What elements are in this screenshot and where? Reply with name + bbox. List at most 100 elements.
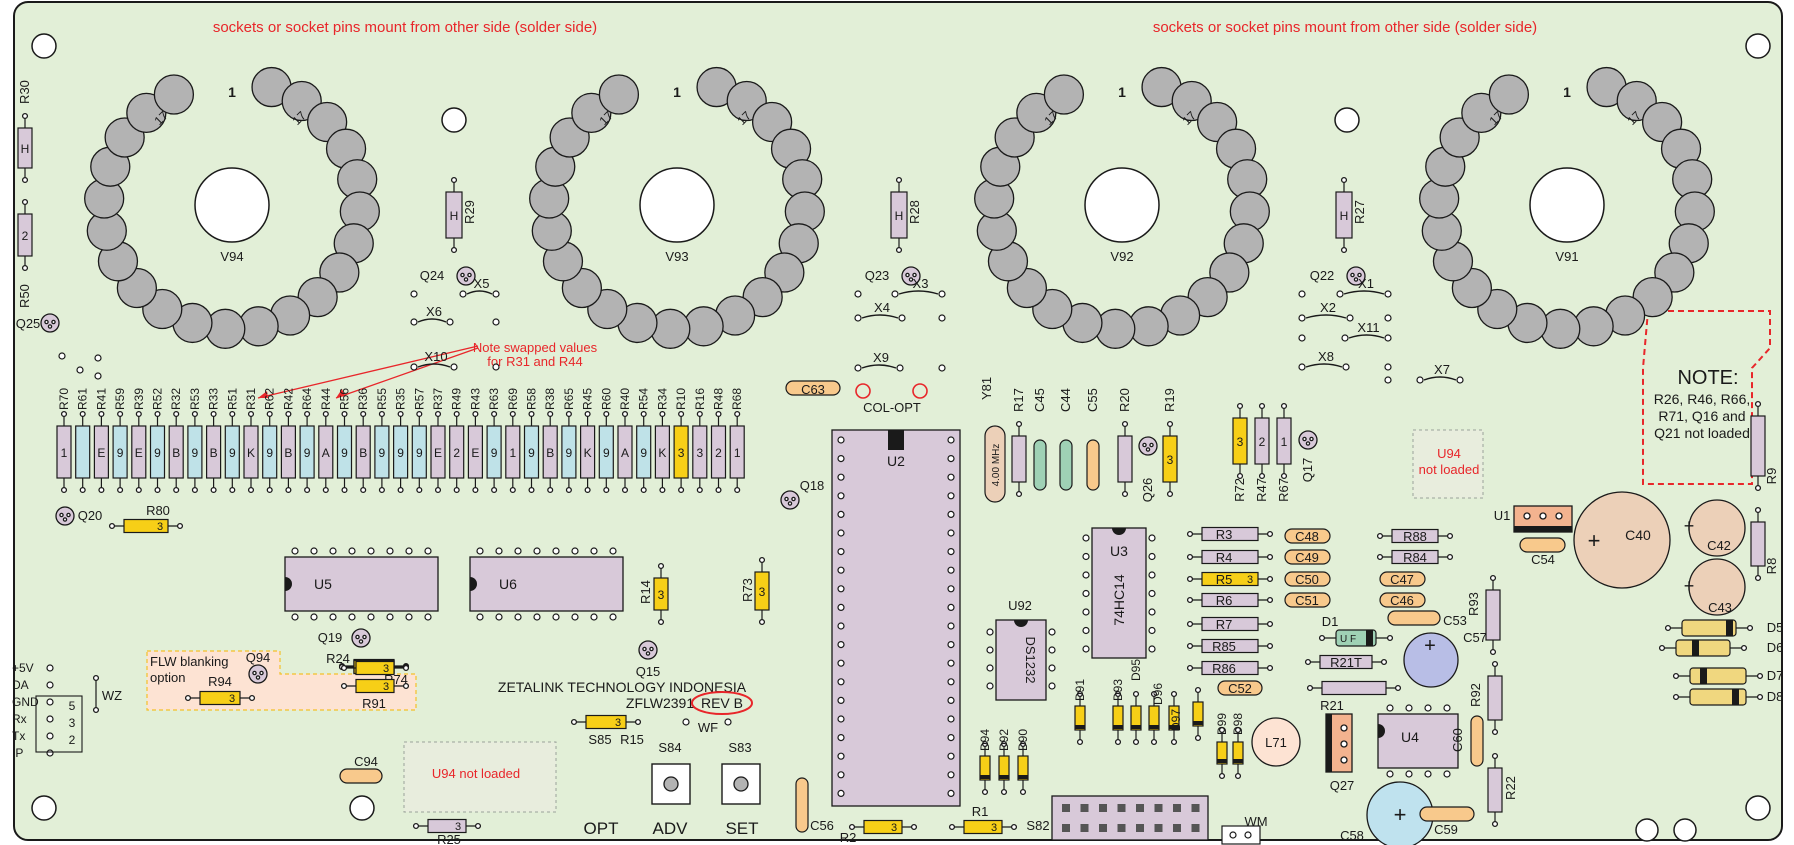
q25-body <box>40 313 60 333</box>
q19-ref: Q19 <box>318 630 343 645</box>
ic-pin <box>552 547 560 555</box>
s85-ref: S85 <box>588 732 611 747</box>
jumper-label: X8 <box>1318 349 1334 364</box>
y81-body <box>984 425 1006 503</box>
d6-band <box>1692 640 1699 656</box>
ic-pin <box>837 492 845 500</box>
r22-ref: R22 <box>1503 776 1518 800</box>
tube-transistor-pin <box>467 272 472 278</box>
r3-body <box>1201 526 1259 542</box>
c56 <box>795 777 809 833</box>
ic-pin <box>837 659 845 667</box>
row-resistor-value: 1 <box>734 446 741 460</box>
tube-resistor-ref: R27 <box>1352 200 1367 224</box>
ic-pin <box>1148 626 1156 635</box>
flw-line1: FLW blanking <box>150 654 229 669</box>
tube-pin1-label: 1 <box>1563 84 1571 100</box>
r88-body <box>1391 528 1439 544</box>
q26-pin <box>1145 447 1151 452</box>
jumper-pad <box>896 364 904 372</box>
row-resistor-leads-pad <box>603 486 610 494</box>
d90-band <box>1018 775 1028 779</box>
d91-leads-pad <box>1076 690 1084 698</box>
row-resistor-body <box>75 425 91 479</box>
d90-leads-pad <box>1019 740 1027 748</box>
row-resistor-value: B <box>172 446 180 460</box>
row-resistor-leads-pad <box>266 486 273 494</box>
ic-pin <box>1148 552 1156 561</box>
header-box <box>35 695 83 753</box>
row-resistor-leads-pad <box>528 486 535 494</box>
tube-resistor-body <box>890 191 908 239</box>
row-resistor-ref: R43 <box>468 388 482 410</box>
r25-ref: R25 <box>437 832 461 845</box>
r50-leads-pad <box>21 264 29 272</box>
s82-pin <box>1117 824 1126 832</box>
q20-pin <box>59 512 64 518</box>
r14-ref: R14 <box>638 580 653 604</box>
r25-leads-pad <box>412 822 420 830</box>
u92-label: U92 <box>1008 598 1032 613</box>
d6-leads-pad <box>1740 644 1748 652</box>
tube-resistor-leads-pad <box>895 246 903 254</box>
d90-ref: D90 <box>1016 729 1030 751</box>
r72-value: 3 <box>1237 435 1244 449</box>
row-resistor-ref: R49 <box>450 388 464 410</box>
ic-pin <box>1386 704 1394 712</box>
r5-ref: R5 <box>1216 572 1233 587</box>
row-resistor-ref: R59 <box>113 388 127 410</box>
ic-pin <box>1048 628 1056 636</box>
row-resistor-body <box>523 425 540 479</box>
row-resistor-leads-pad <box>434 410 442 418</box>
q26-pin <box>1149 442 1154 448</box>
r5-leads-pad <box>1186 575 1194 583</box>
jumper-pad <box>1384 290 1392 298</box>
tube-label: V93 <box>665 249 688 264</box>
ic-pin <box>367 613 375 621</box>
wz-link-pad <box>92 706 100 714</box>
r19-body <box>1162 435 1178 483</box>
ic-pin <box>386 613 394 621</box>
switch-plunger <box>663 776 679 792</box>
d95-leads-pad <box>1132 738 1140 746</box>
r4-body <box>1201 549 1259 565</box>
mount-hole <box>349 795 375 821</box>
q25-pin <box>44 319 49 325</box>
r25-value: 3 <box>455 821 461 833</box>
row-resistor-ref: R52 <box>151 388 165 410</box>
c47 <box>1379 571 1426 587</box>
d90-leads-pad <box>1019 788 1027 796</box>
r1-body <box>963 819 1003 835</box>
d94-leads-pad <box>981 740 989 748</box>
c43-plus: + <box>1684 576 1695 596</box>
r3-ref: R3 <box>1216 527 1233 542</box>
swap-arrow-head <box>258 391 268 398</box>
r91-body <box>355 678 395 694</box>
row-resistor-value: B <box>284 446 292 460</box>
y81-freq: 4.00 MHz <box>991 444 1002 487</box>
pad <box>938 314 946 322</box>
r17-ref: R17 <box>1011 388 1026 412</box>
r94-leads-pad <box>248 694 256 702</box>
tube-label: V94 <box>220 249 243 264</box>
jumper-pad <box>938 290 946 298</box>
u1-pin <box>1555 512 1563 520</box>
pad <box>1384 363 1392 371</box>
l71-body <box>1251 717 1301 767</box>
row-resistor-leads-pad <box>154 410 161 418</box>
tube-resistor-leads-pad <box>450 176 458 184</box>
r80-leads-pad <box>108 522 116 530</box>
r93-body <box>1485 589 1501 641</box>
header-num: 5 <box>69 699 76 713</box>
row-resistor-leads-pad <box>621 486 629 494</box>
header-pin-label: Tx <box>12 729 25 743</box>
row-resistor-ref: R48 <box>712 388 726 410</box>
row-resistor-leads-pad <box>715 410 722 418</box>
row-resistor-ref: R31 <box>244 388 258 410</box>
r94-leads-pad <box>184 694 192 702</box>
ic-pin <box>329 547 337 555</box>
row-resistor-body <box>579 425 596 479</box>
flw-line2: option <box>150 670 185 685</box>
row-resistor-value: A <box>322 446 330 460</box>
company-name: ZETALINK TECHNOLOGY INDONESIA <box>498 679 747 695</box>
